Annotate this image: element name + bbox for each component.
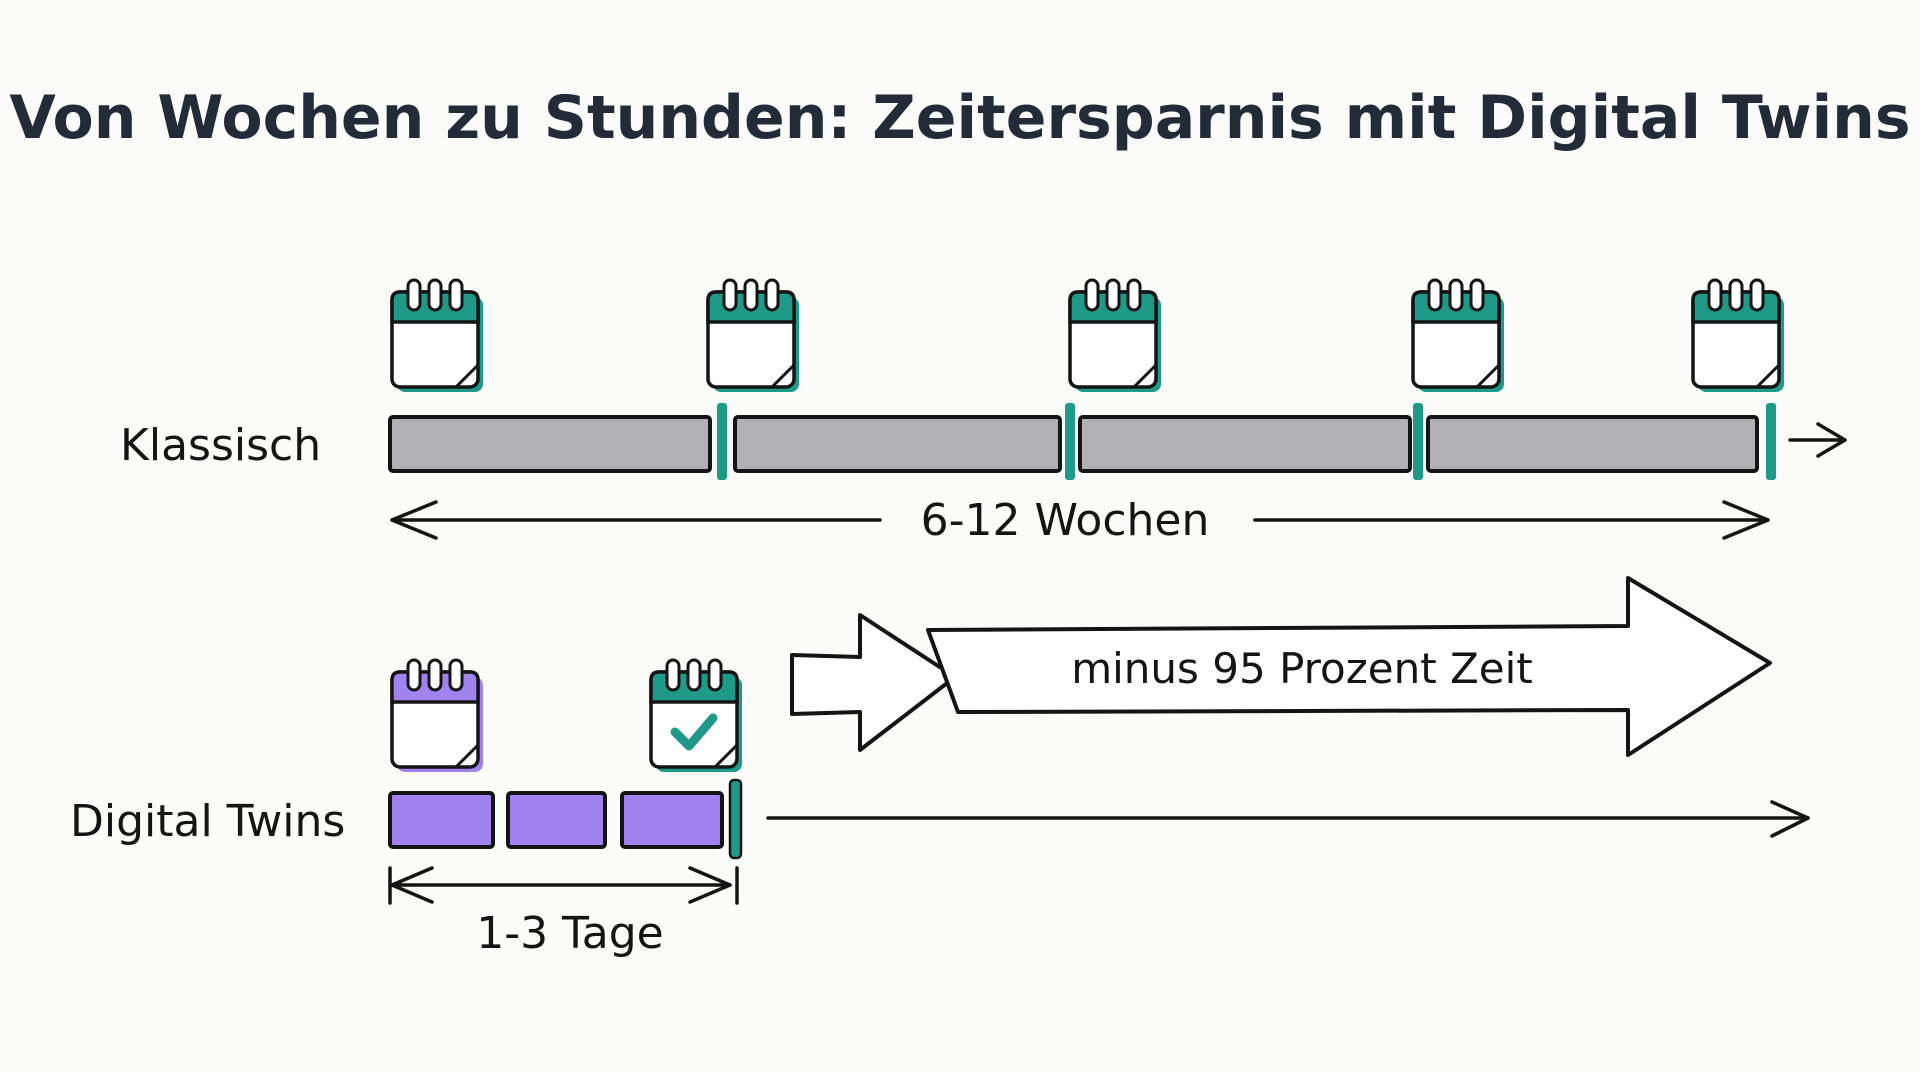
milestone-marker [1766,403,1776,480]
digital-segment [620,791,724,849]
checkmark-icon [670,713,718,751]
classic-segment [1078,415,1412,473]
calendar-icon [1068,278,1161,392]
digital-long-arrow [766,800,1810,838]
calendar-icon [1411,278,1504,392]
digital-segment [506,791,607,849]
classic-timeline [388,403,1776,480]
savings-big-arrow [926,576,1772,757]
savings-label: minus 95 Prozent Zeit [1071,644,1533,693]
calendar-check-icon [649,658,742,772]
digital-duration-arrow [388,866,739,905]
classic-segment [388,415,712,473]
classic-end-arrow [1788,422,1847,458]
milestone-marker [1065,403,1075,480]
classic-duration-label: 6-12 Wochen [921,495,1210,546]
digital-timeline [388,778,743,860]
calendar-icon [1691,278,1784,392]
classic-duration-arrow [390,500,1770,540]
milestone-marker [728,778,743,860]
milestone-marker [1413,403,1423,480]
classic-segment [733,415,1062,473]
digital-duration-label: 1-3 Tage [476,908,663,959]
page-title: Von Wochen zu Stunden: Zeitersparnis mit… [9,83,1910,153]
small-hollow-arrow [790,613,957,752]
calendar-icon [390,658,483,772]
calendar-icon [390,278,483,392]
digital-calendars [390,658,742,772]
digital-label: Digital Twins [70,796,345,847]
milestone-marker [717,403,727,480]
classic-segment [1426,415,1759,473]
digital-segment [388,791,495,849]
classic-label: Klassisch [120,420,321,471]
calendar-icon [706,278,799,392]
classic-calendars [390,278,1784,392]
